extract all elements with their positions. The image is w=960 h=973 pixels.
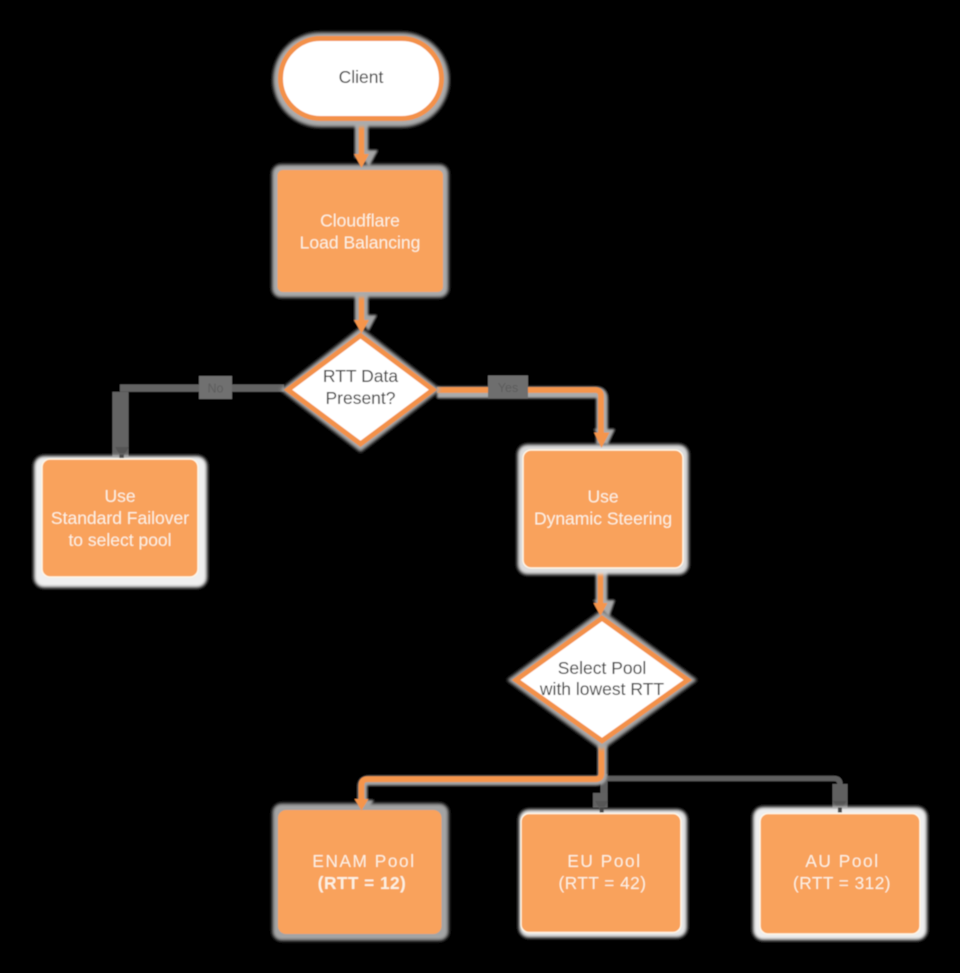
- svg-text:Use: Use: [104, 486, 135, 506]
- svg-text:EU Pool: EU Pool: [567, 851, 641, 871]
- svg-text:Load Balancing: Load Balancing: [300, 233, 421, 253]
- svg-text:to select pool: to select pool: [68, 530, 171, 550]
- svg-text:Select Pool: Select Pool: [558, 658, 647, 678]
- svg-text:ENAM Pool: ENAM Pool: [312, 851, 415, 871]
- svg-text:Yes: Yes: [498, 381, 518, 395]
- svg-text:AU Pool: AU Pool: [805, 851, 879, 871]
- svg-text:Dynamic Steering: Dynamic Steering: [534, 509, 672, 529]
- svg-text:(RTT = 42): (RTT = 42): [559, 873, 647, 893]
- svg-text:No: No: [208, 382, 224, 396]
- svg-text:RTT Data: RTT Data: [323, 366, 398, 386]
- svg-text:Present?: Present?: [325, 388, 395, 408]
- svg-text:Client: Client: [339, 67, 384, 87]
- svg-text:Standard Failover: Standard Failover: [51, 508, 189, 528]
- svg-text:(RTT = 312): (RTT = 312): [793, 873, 891, 893]
- svg-text:Use: Use: [587, 487, 618, 507]
- svg-text:with lowest RTT: with lowest RTT: [539, 679, 664, 699]
- svg-text:(RTT = 12): (RTT = 12): [318, 873, 407, 893]
- svg-text:Cloudflare: Cloudflare: [320, 211, 400, 231]
